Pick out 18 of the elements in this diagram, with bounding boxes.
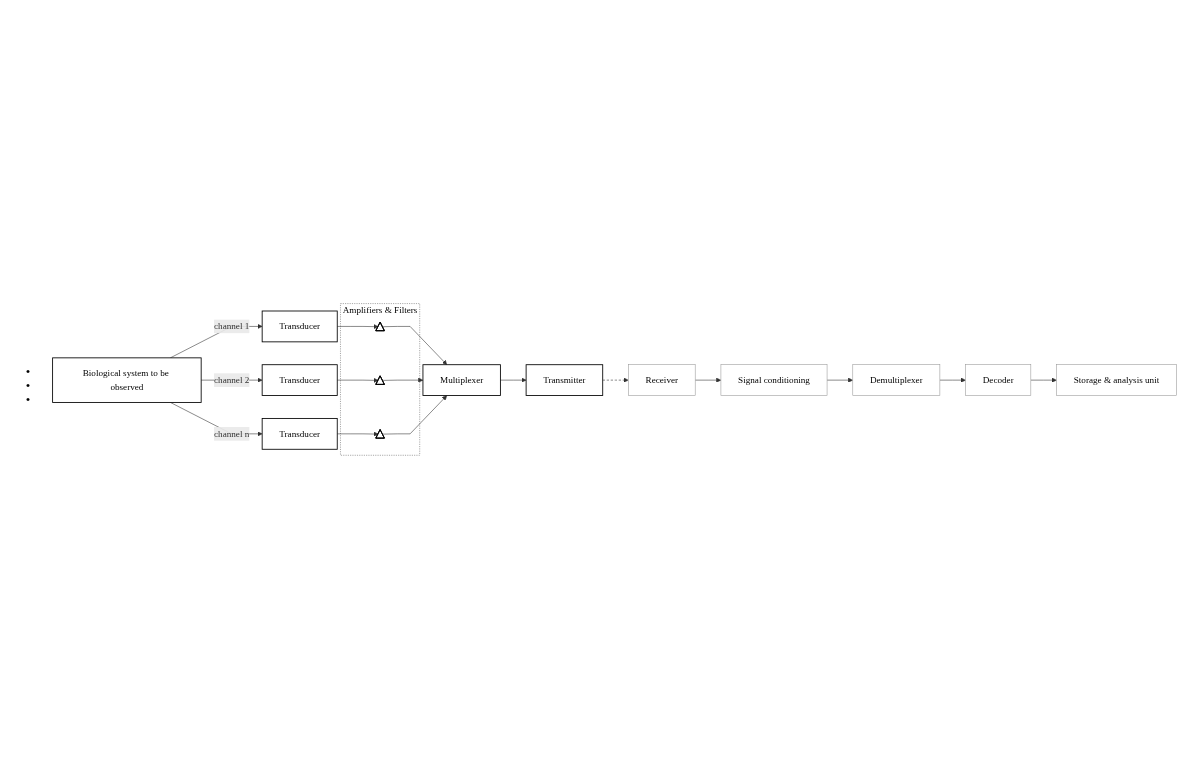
ellipsis-dot: .	[24, 386, 32, 400]
node-box: Transducer	[261, 310, 338, 342]
cluster: Amplifiers & Filters	[340, 302, 420, 456]
node-box: Transducer	[261, 363, 338, 396]
node-box: Demultiplexer	[852, 364, 941, 396]
edge-label: channel n	[214, 428, 250, 438]
edge-label: channel 1	[214, 320, 250, 331]
ellipsis-dot: .	[24, 358, 32, 372]
node-box: Transducer	[261, 417, 338, 450]
node-box: Signal conditioning	[720, 364, 828, 396]
node-box: Multiplexer	[422, 363, 501, 396]
node-box: Receiver	[628, 364, 696, 396]
ellipsis-dot: .	[24, 372, 32, 386]
node-box: Decoder	[965, 364, 1032, 396]
node-box: Storage & analysis unit	[1056, 364, 1177, 396]
edge-label: channel 2	[214, 374, 250, 385]
node-box: Biological system to be observed	[52, 357, 202, 403]
node-box: Transmitter	[525, 363, 604, 396]
